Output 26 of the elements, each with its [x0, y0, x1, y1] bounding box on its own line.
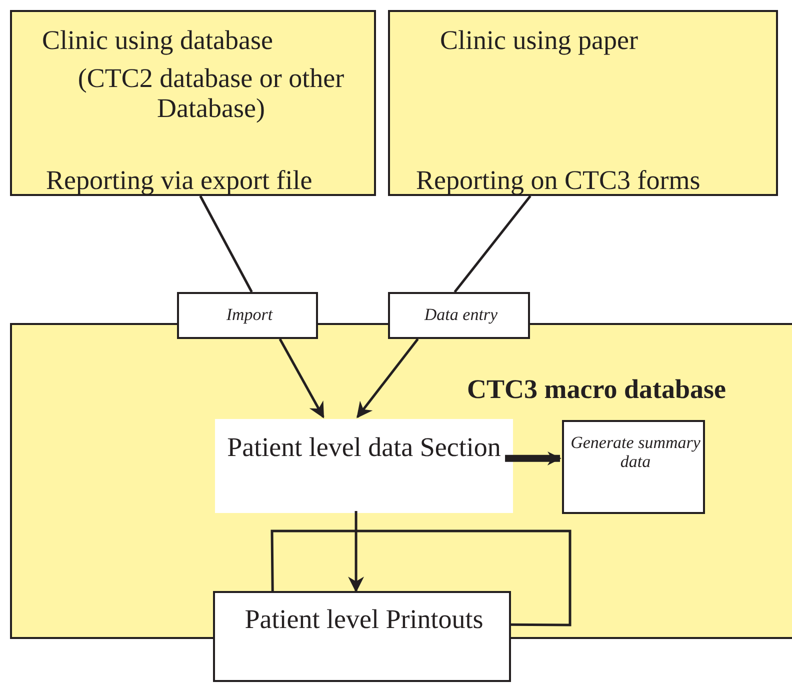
- arrow: [278, 338, 324, 418]
- arrow: [356, 338, 419, 418]
- arrow: [348, 511, 364, 593]
- node-label: Generate summary data: [570, 434, 702, 472]
- connector-line: [270, 530, 572, 626]
- panel-heading: CTC3 macro database: [467, 375, 727, 405]
- clinic-box: [10, 10, 376, 196]
- step-box: [388, 292, 530, 339]
- process-box: [562, 420, 705, 514]
- section-box: [215, 419, 513, 513]
- node-label: Patient level data Section: [226, 433, 502, 463]
- printout-box: [213, 591, 511, 682]
- node-label: Reporting on CTC3 forms: [416, 166, 702, 196]
- step-box: [177, 292, 318, 339]
- node-label: Clinic using paper: [440, 26, 639, 56]
- node-label: Clinic using database: [42, 26, 274, 56]
- arrow: [505, 451, 562, 466]
- connector-line: [199, 195, 253, 293]
- node-label: Patient level Printouts: [244, 605, 484, 635]
- node-label: Import: [225, 306, 274, 325]
- node-label: Data entry: [423, 306, 499, 325]
- node-label: Reporting via export file: [46, 166, 314, 196]
- connector-line: [454, 195, 532, 293]
- clinic-box: [388, 10, 778, 196]
- database-panel: [10, 323, 792, 639]
- node-label: (CTC2 database or other Database): [76, 64, 346, 124]
